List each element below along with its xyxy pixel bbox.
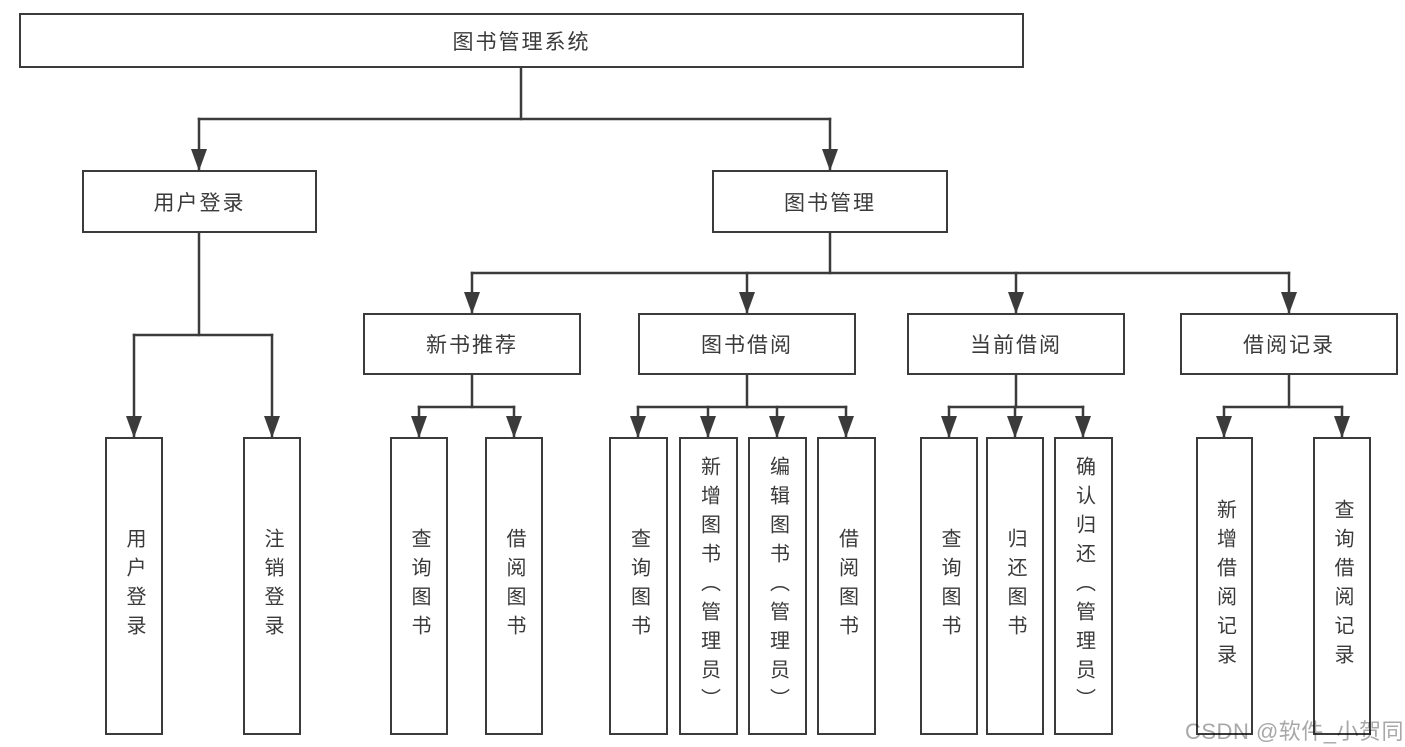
- leaf-borrow-books-borrowing: 借阅图书: [817, 437, 876, 735]
- leaf-label: 编辑图书（管理员）: [766, 455, 789, 717]
- leaf-borrow-books-recommend: 借阅图书: [485, 437, 543, 735]
- node-borrowing-records: 借阅记录: [1180, 313, 1398, 375]
- leaf-return-book: 归还图书: [986, 437, 1044, 735]
- leaf-add-borrow-record: 新增借阅记录: [1196, 437, 1253, 735]
- node-current-borrowing: 当前借阅: [907, 313, 1125, 375]
- leaf-label: 查询借阅记录: [1331, 499, 1353, 673]
- leaf-label: 注销登录: [261, 528, 283, 644]
- leaf-label: 新增借阅记录: [1213, 499, 1236, 673]
- leaf-label: 查询图书: [627, 528, 650, 644]
- csdn-watermark: CSDN @软件_小贺同学: [1185, 719, 1405, 744]
- leaf-logout: 注销登录: [243, 437, 301, 735]
- leaf-edit-book-admin: 编辑图书（管理员）: [748, 437, 807, 735]
- leaf-label: 查询图书: [938, 528, 960, 644]
- leaf-query-borrow-record: 查询借阅记录: [1313, 437, 1371, 735]
- leaf-label: 归还图书: [1004, 528, 1026, 644]
- leaf-user-login: 用户登录: [105, 437, 163, 735]
- node-new-book-recommend: 新书推荐: [363, 313, 581, 375]
- leaf-label: 新增图书（管理员）: [697, 455, 720, 717]
- leaf-label: 借阅图书: [503, 528, 525, 644]
- leaf-label: 借阅图书: [835, 528, 858, 644]
- node-book-borrowing: 图书借阅: [638, 313, 856, 375]
- leaf-label: 用户登录: [123, 528, 145, 644]
- node-user-login: 用户登录: [82, 170, 317, 233]
- leaf-query-books-borrowing: 查询图书: [609, 437, 668, 735]
- leaf-query-books-current: 查询图书: [920, 437, 978, 735]
- leaf-label: 确认归还（管理员）: [1072, 455, 1095, 717]
- leaf-query-books-recommend: 查询图书: [390, 437, 448, 735]
- leaf-confirm-return-admin: 确认归还（管理员）: [1054, 437, 1113, 735]
- leaf-add-book-admin: 新增图书（管理员）: [679, 437, 738, 735]
- leaf-label: 查询图书: [408, 528, 430, 644]
- node-library-system: 图书管理系统: [19, 13, 1024, 68]
- node-book-management: 图书管理: [712, 170, 948, 233]
